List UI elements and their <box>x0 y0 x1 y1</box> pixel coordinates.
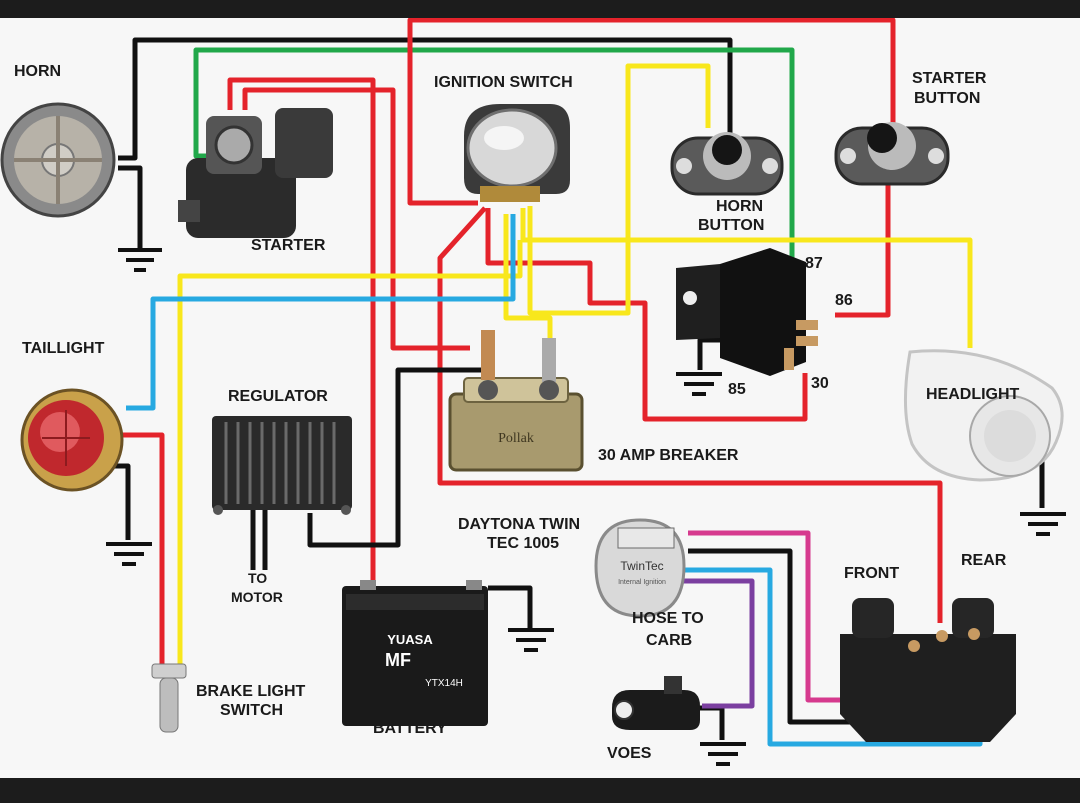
coil-icon <box>840 598 1016 742</box>
starter-label: STARTER <box>251 237 326 254</box>
wire-yellow-brake <box>177 240 523 666</box>
to-motor-label-line1: TO <box>248 570 268 586</box>
wire-purple-voes <box>683 578 755 709</box>
battery-icon: YUASA MF YTX14H <box>342 580 488 726</box>
starter-button-icon <box>834 122 950 186</box>
rear-coil-label: REAR <box>961 552 1007 569</box>
brake-light-switch-label-line2: SWITCH <box>220 702 284 719</box>
ignition-brand-text: TwinTec <box>620 559 663 573</box>
ground-symbol-voes <box>700 742 746 766</box>
horn-button-label-line2: BUTTON <box>698 217 765 234</box>
daytona-label-line1: DAYTONA TWIN <box>458 516 581 533</box>
ground-symbol-horn <box>118 248 162 272</box>
wiring-diagram-frame: Pollak YUASA MF YTX14H TwinTec Internal … <box>0 18 1080 778</box>
wire-yellow-horn-button <box>527 63 711 316</box>
headlight-icon <box>904 349 1064 482</box>
ground-symbol-taillight <box>106 542 152 566</box>
ground-symbol-relay <box>676 372 722 396</box>
wire-green-starter <box>193 47 795 270</box>
breaker-label: 30 AMP BREAKER <box>598 447 739 464</box>
regulator-label: REGULATOR <box>228 388 328 405</box>
battery-label: BATTERY <box>373 720 447 737</box>
horn-button-icon <box>670 132 784 196</box>
ignition-sub-text: Internal Ignition <box>618 579 666 586</box>
hose-to-carb-label-line2: CARB <box>646 632 693 649</box>
wire-yellow-headlight <box>520 208 973 348</box>
wire-red-starter-breaker <box>242 87 470 351</box>
relay-pin-86-label: 86 <box>835 292 853 309</box>
wire-blue-taillight <box>126 214 516 411</box>
horn-button-label-line1: HORN <box>716 198 764 215</box>
hose-to-carb-label-line1: HOSE TO <box>632 610 704 627</box>
voes-label: VOES <box>607 745 652 762</box>
taillight-icon <box>20 388 124 492</box>
headlight-label: HEADLIGHT <box>926 386 1020 403</box>
wire-red-starter-battery <box>227 77 376 603</box>
relay-pin-87-label: 87 <box>805 255 823 272</box>
voes-icon <box>612 676 700 730</box>
wire-red-ignition-coil <box>437 206 943 623</box>
wiring-diagram: Pollak YUASA MF YTX14H TwinTec Internal … <box>0 18 1066 766</box>
brake-light-switch-label-line1: BRAKE LIGHT <box>196 683 306 700</box>
wire-black-horn-ground <box>118 165 143 250</box>
ignition-switch-label: IGNITION SWITCH <box>434 74 573 91</box>
wire-black-horn <box>118 37 733 161</box>
ignition-module-icon: TwinTec Internal Ignition <box>594 518 686 618</box>
ground-symbol-battery <box>508 628 554 652</box>
battery-brand-text: YUASA <box>387 632 433 647</box>
ignition-switch-icon <box>464 104 570 202</box>
relay-pin-30-label: 30 <box>811 375 829 392</box>
breaker-brand-text: Pollak <box>498 431 534 446</box>
horn-label: HORN <box>14 63 62 80</box>
daytona-label-line2: TEC 1005 <box>487 535 560 552</box>
starter-button-label-line2: BUTTON <box>914 90 981 107</box>
breaker-icon: Pollak <box>448 330 584 472</box>
battery-model-text: MF <box>385 650 411 670</box>
relay-icon <box>676 248 818 376</box>
wire-red-top <box>407 18 896 206</box>
starter-button-label-line1: STARTER <box>912 70 987 87</box>
to-motor-label-line2: MOTOR <box>231 589 283 605</box>
wire-black-battery-ground <box>488 585 533 628</box>
battery-part-text: YTX14H <box>425 678 463 689</box>
relay-pin-85-label: 85 <box>728 381 746 398</box>
front-coil-label: FRONT <box>844 565 900 582</box>
ground-symbol-headlight <box>1020 512 1066 536</box>
wire-yellow-breaker <box>503 214 553 338</box>
wire-red-taillight <box>120 432 165 670</box>
starter-icon <box>178 108 333 238</box>
taillight-label: TAILLIGHT <box>22 340 105 357</box>
wire-red-86 <box>835 173 891 318</box>
wire-black-breaker-regulator <box>307 367 487 548</box>
horn-icon <box>0 102 116 218</box>
wire-black-voes-ground <box>700 705 725 740</box>
regulator-icon <box>212 416 352 515</box>
wire-black-taillight-ground <box>112 463 131 540</box>
brake-light-switch-icon <box>151 663 187 733</box>
